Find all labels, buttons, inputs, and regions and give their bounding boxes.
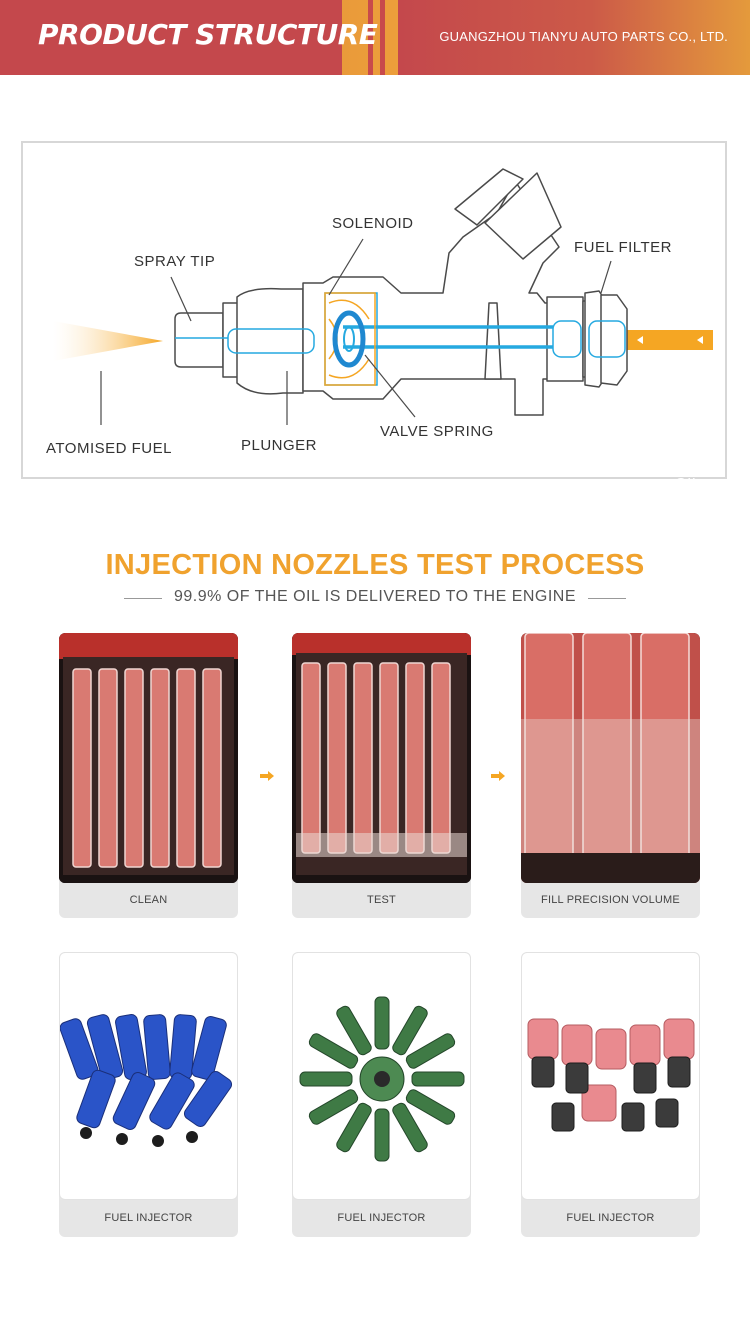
graduated-cylinders-image [521,633,700,883]
step-label: CLEAN [129,894,168,906]
product-photo [292,952,471,1200]
product-photo [521,952,700,1200]
process-card-clean: CLEAN [59,633,238,918]
product-card: FUEL INJECTOR [521,952,700,1237]
label-spray-tip: SPRAY TIP [134,253,216,270]
process-card-fill: FILL PRECISION VOLUME [521,633,700,918]
pink-fuel-injectors-image [527,1018,695,1132]
blue-fuel-injectors-image [60,1014,233,1147]
product-card: FUEL INJECTOR [59,952,238,1237]
process-card-test: TEST [292,633,471,918]
label-valve-spring: VALVE SPRING [380,423,494,440]
banner-stripe [380,0,385,75]
label-atomised-fuel: ATOMISED FUEL [46,440,172,457]
label-oil: OIL [675,475,701,492]
subtitle-divider [588,598,626,599]
section-subtitle: 99.9% OF THE OIL IS DELIVERED TO THE ENG… [173,588,577,605]
solenoid-coil [324,292,376,386]
label-solenoid: SOLENOID [332,215,414,232]
oil-arrow-left-icon [637,336,643,344]
section-title: INJECTION NOZZLES TEST PROCESS [105,549,645,581]
test-bench-image [292,633,471,883]
injector-illustration [53,168,713,425]
spray-cone [53,321,163,361]
oil-bar [627,330,713,350]
company-name: GUANGZHOU TIANYU AUTO PARTS CO., LTD. [439,29,728,44]
step-label: FILL PRECISION VOLUME [541,894,680,906]
product-card: FUEL INJECTOR [292,952,471,1237]
product-label: FUEL INJECTOR [566,1212,655,1224]
injector-diagram: SPRAY TIP SOLENOID FUEL FILTER OIL ATOMI… [21,141,727,492]
arrow-right-icon [260,771,274,781]
label-plunger: PLUNGER [241,437,318,454]
fuel-lines [343,325,553,349]
banner-right-band [398,0,750,75]
header-banner: PRODUCT STRUCTURE GUANGZHOU TIANYU AUTO … [0,0,750,75]
fill-photo [521,633,700,883]
oil-arrow-left-icon [697,336,703,344]
product-label: FUEL INJECTOR [104,1212,193,1224]
page-title: PRODUCT STRUCTURE [38,18,378,51]
product-label: FUEL INJECTOR [337,1212,426,1224]
test-photo [292,633,471,883]
arrow-right-icon [491,771,505,781]
test-bench-image [59,633,238,883]
banner-stripe [368,0,373,75]
product-photo [59,952,238,1200]
leader-lines [100,238,612,425]
subtitle-divider [124,598,162,599]
green-fuel-injectors-image [299,996,465,1162]
step-label: TEST [367,894,396,906]
label-fuel-filter: FUEL FILTER [574,239,673,256]
clean-photo [59,633,238,883]
injector-body [174,168,628,416]
